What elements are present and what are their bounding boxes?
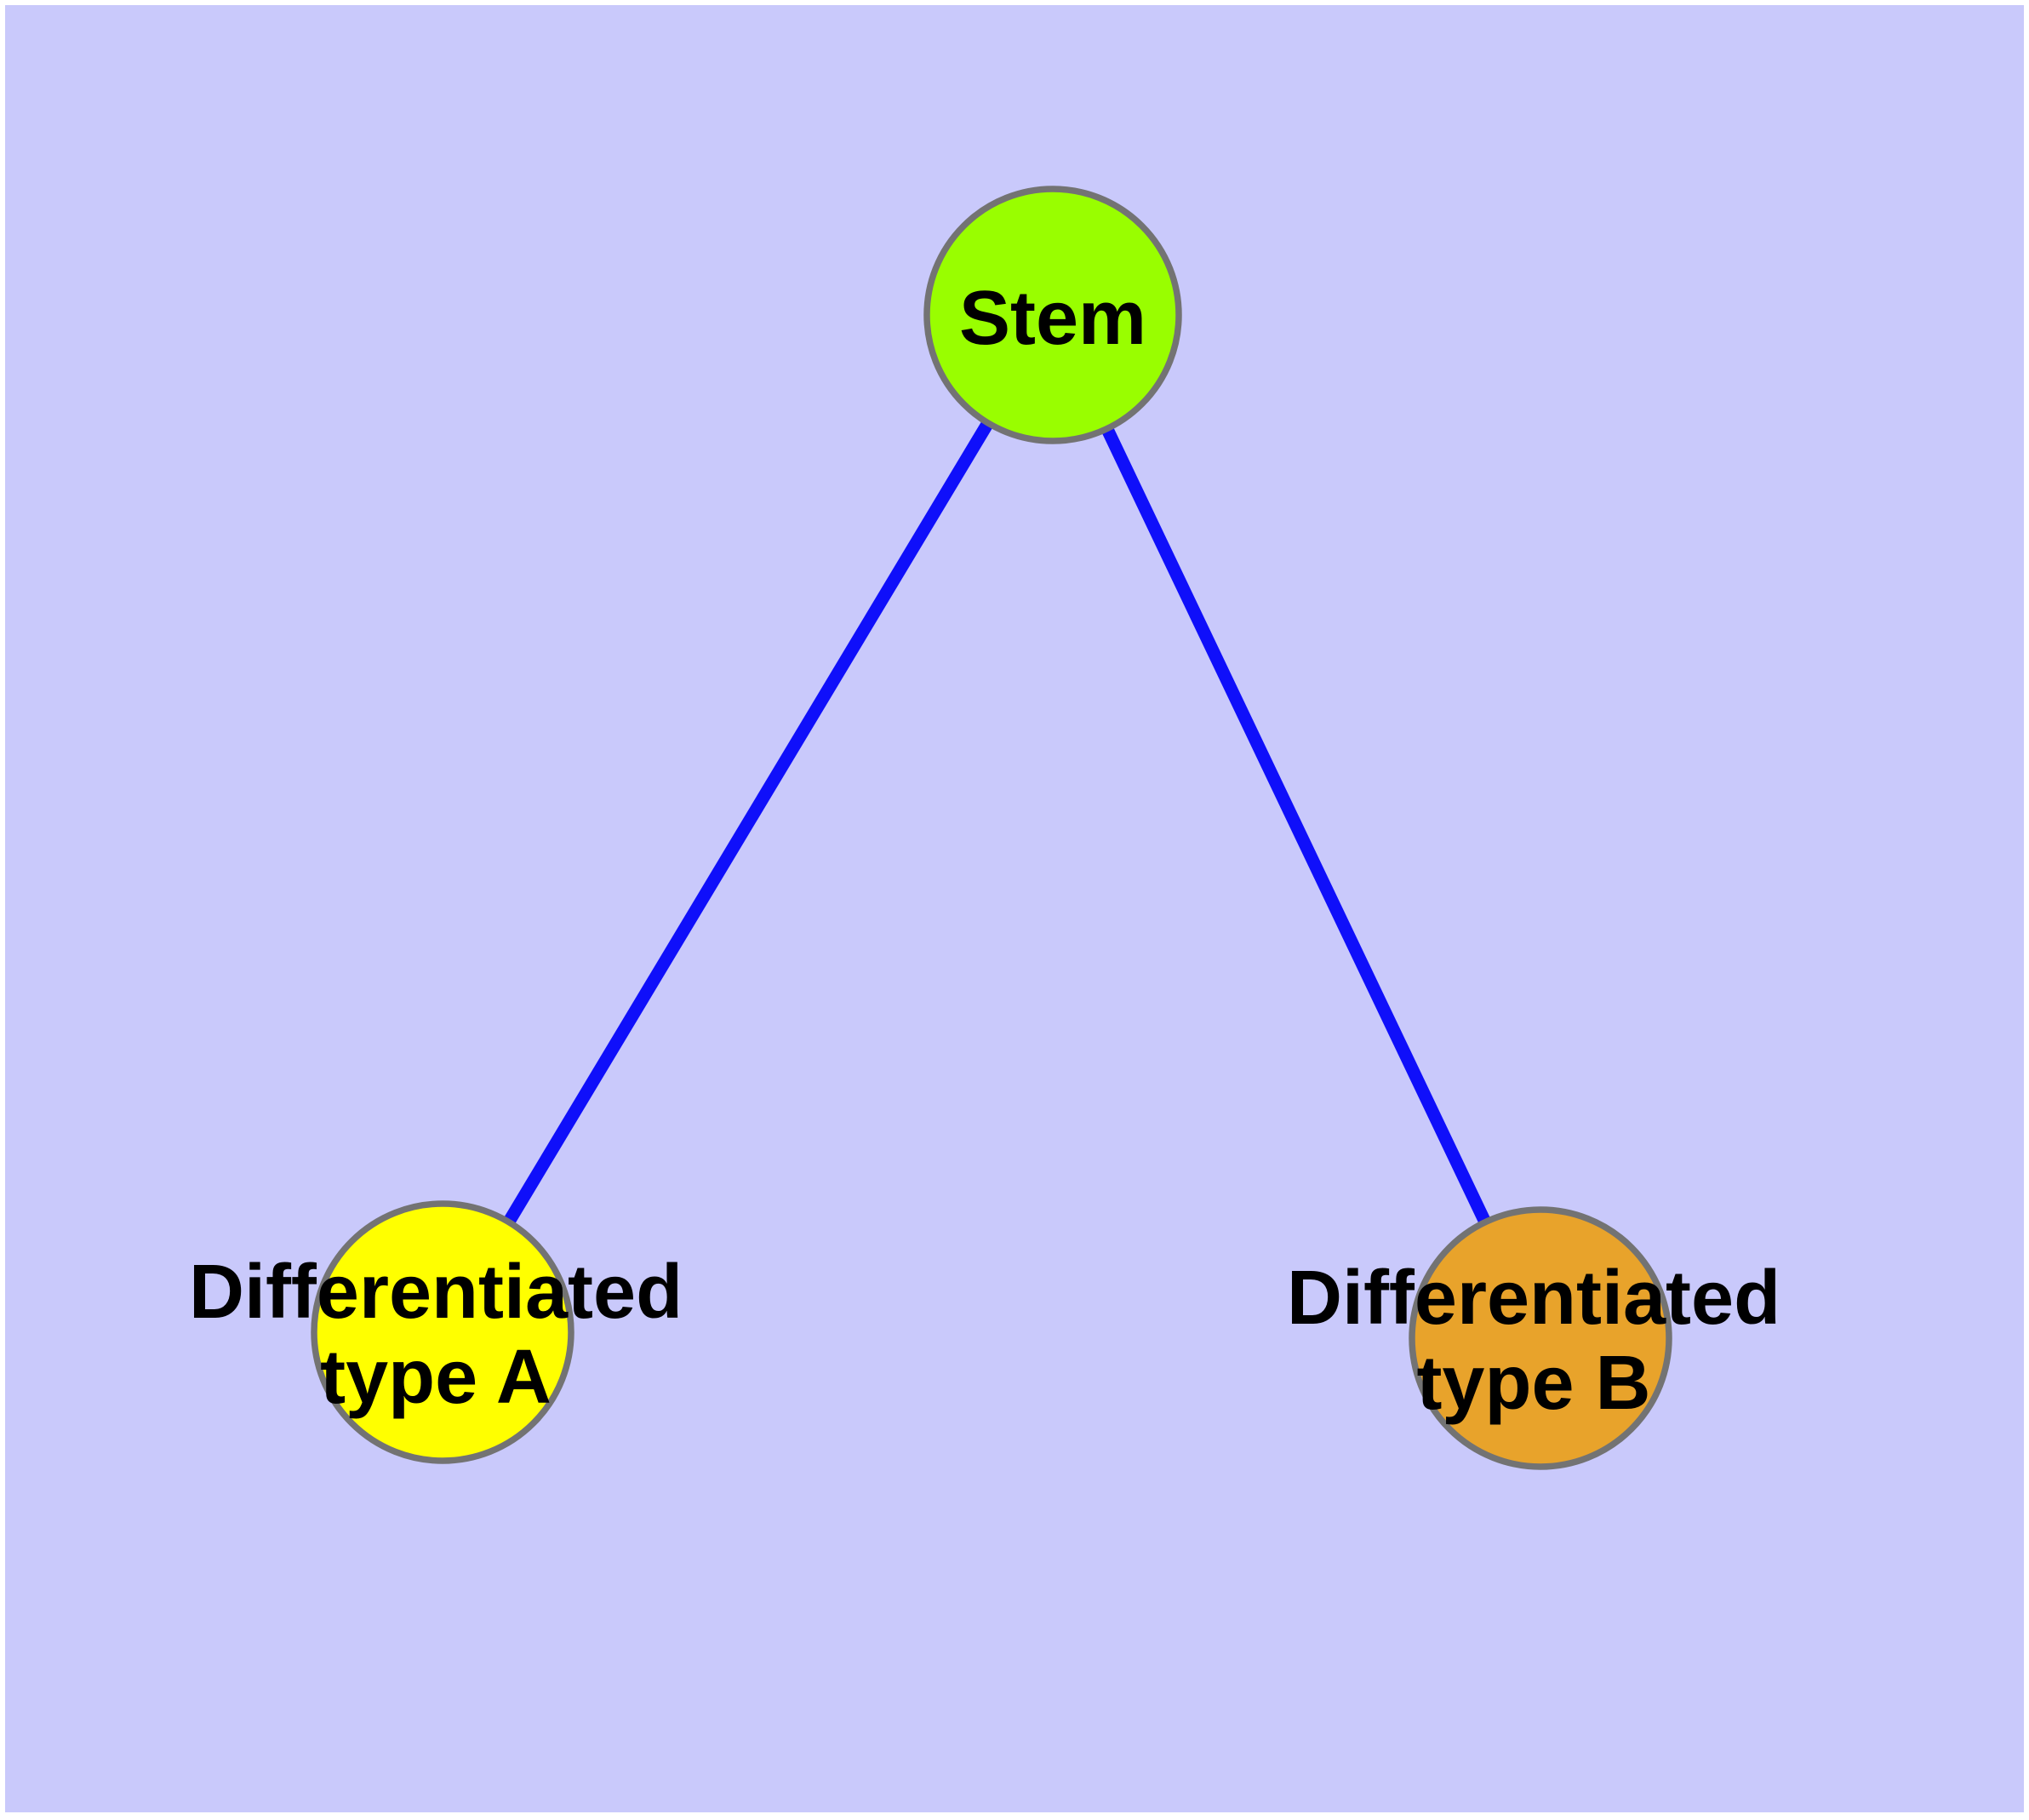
edge-stem-diff-a: [437, 312, 1059, 1336]
edge-stem-diff-b: [1047, 312, 1546, 1342]
node-diff-b: [1409, 1206, 1672, 1470]
node-stem: [923, 186, 1182, 444]
node-diff-a: [311, 1200, 574, 1464]
